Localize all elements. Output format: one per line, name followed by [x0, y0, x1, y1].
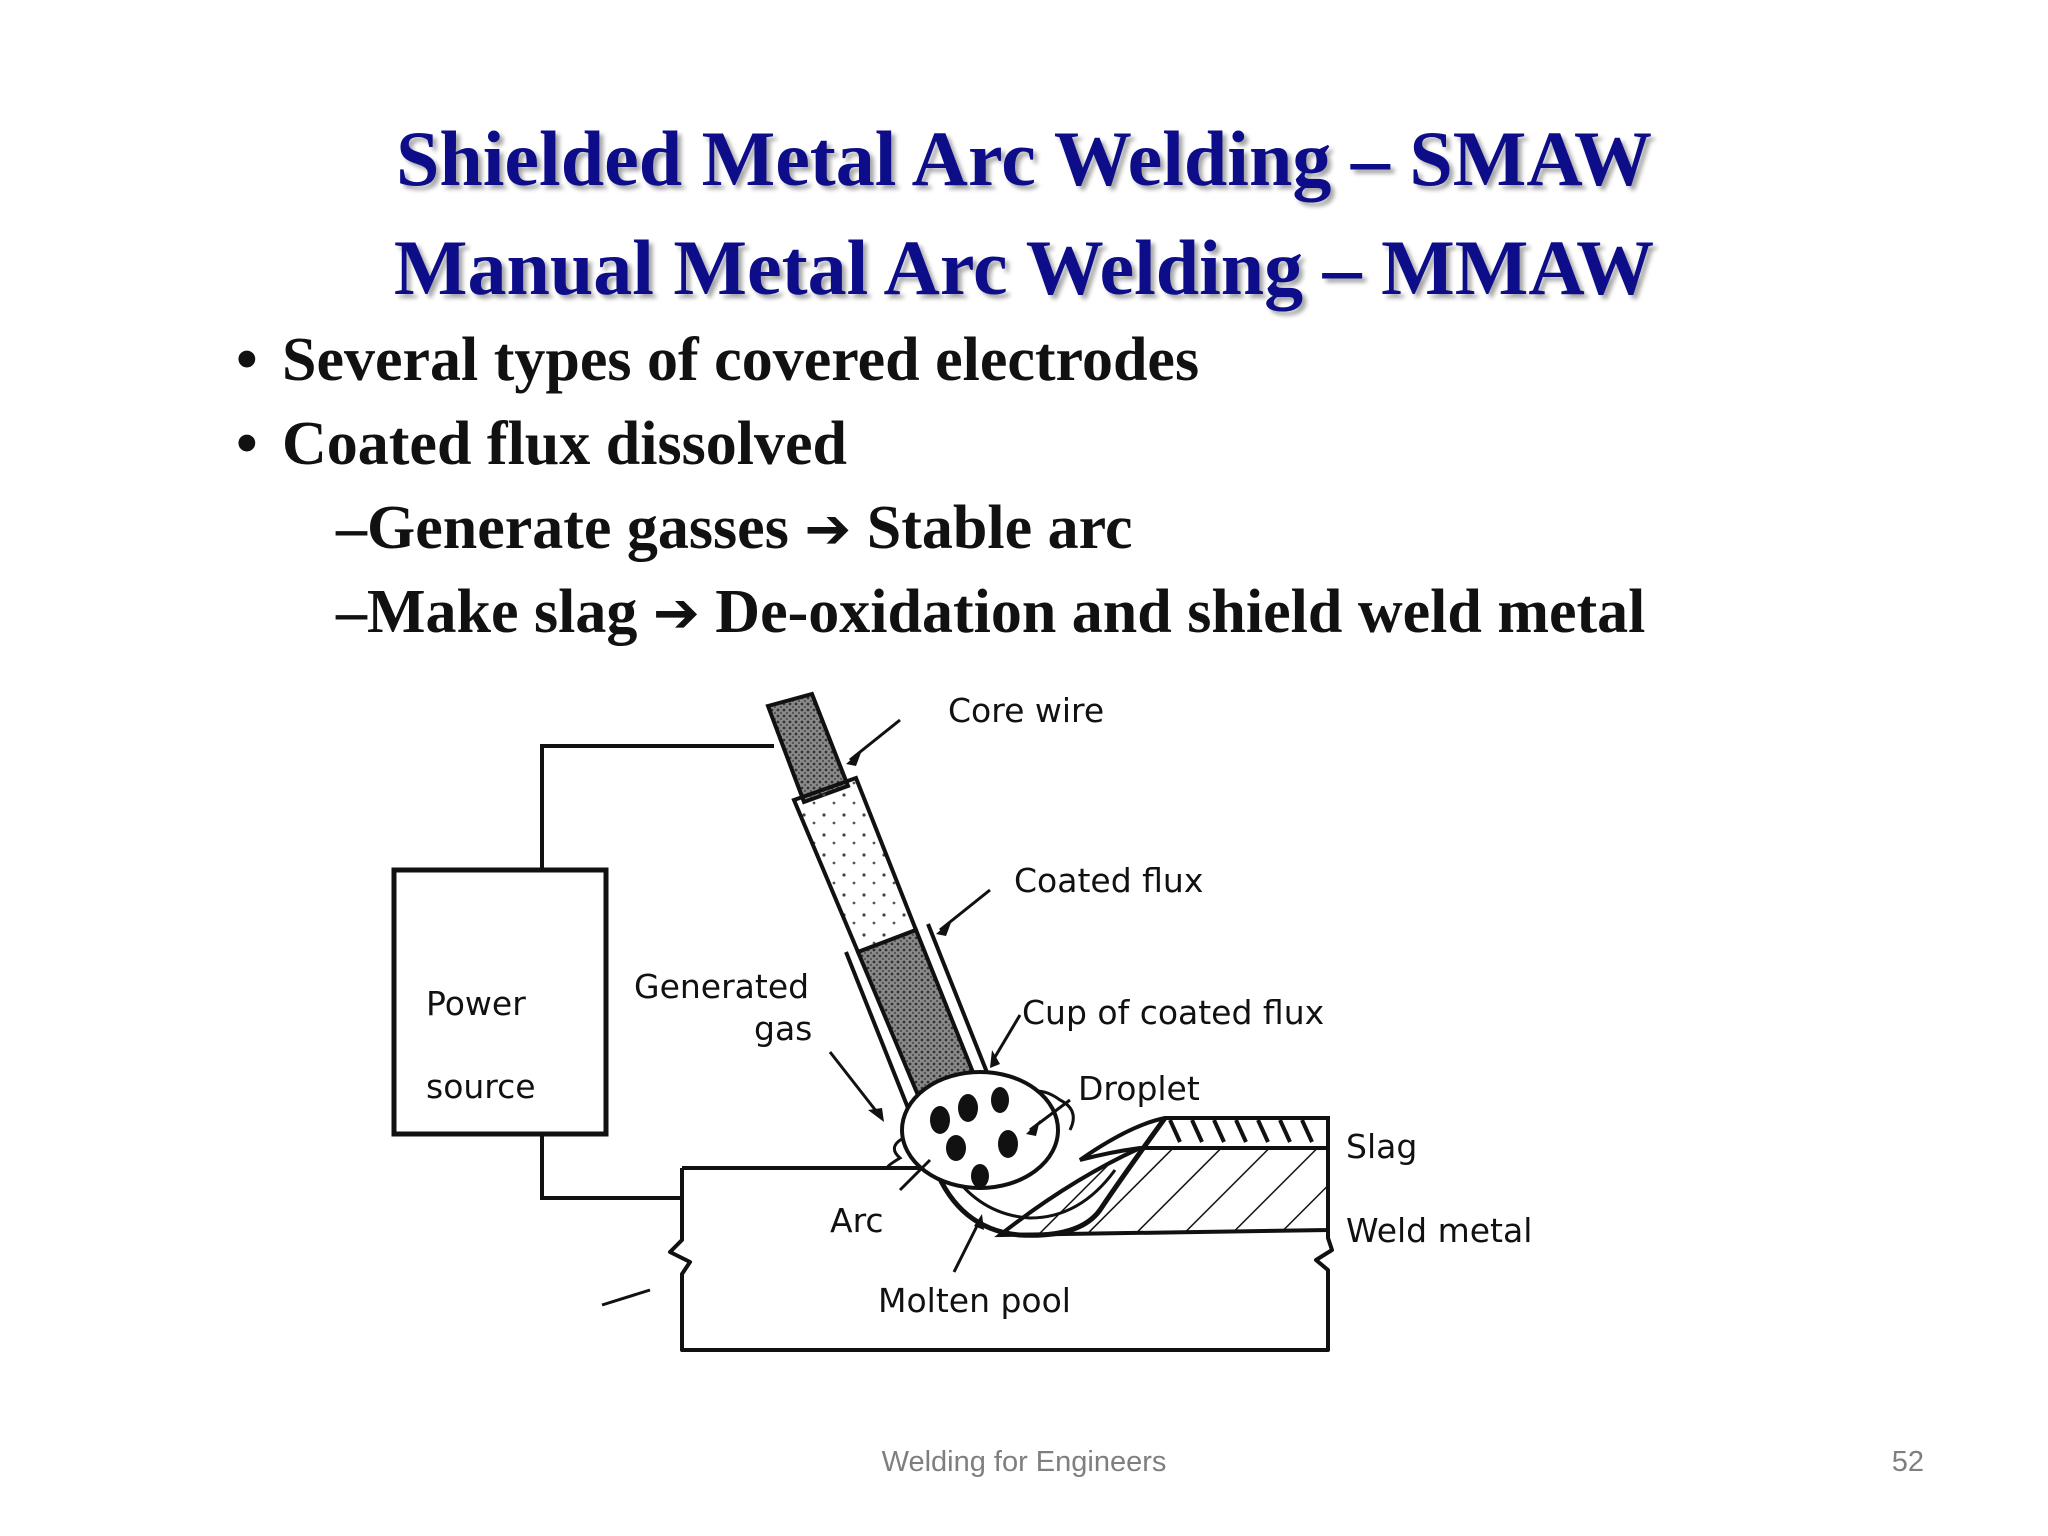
bullet-dot-icon: • [236, 326, 258, 394]
right-arrow-icon: ➔ [804, 497, 852, 562]
page-number: 52 [1891, 1446, 1924, 1478]
generated-label: Generated [634, 967, 809, 1006]
bullet-text: Several types of covered electrodes [282, 326, 1200, 394]
flux-outline-left [844, 951, 910, 1109]
bullet-text: Coated flux dissolved [282, 410, 847, 478]
power-label: Power [426, 984, 526, 1023]
source-label: source [426, 1067, 536, 1106]
core-wire-label: Core wire [948, 691, 1104, 730]
dash-icon: – [336, 578, 367, 646]
bullet-dot-icon: • [236, 410, 258, 478]
smaw-diagram: Power source [391, 691, 1532, 1352]
coated-flux-body [791, 775, 919, 955]
slag-texture [1168, 1119, 1314, 1143]
slag-layer [1078, 1116, 1330, 1162]
cable-top [540, 744, 774, 870]
sub-bullet-text: Generate gasses [367, 494, 789, 562]
molten-pool-inner [948, 1169, 1117, 1220]
bullet-item: • Coated flux dissolved [236, 402, 847, 486]
slide-title-line-1: Shielded Metal Arc Welding – SMAW [395, 115, 1653, 202]
coated-flux-label: Coated flux [1014, 861, 1203, 900]
slag-label: Slag [1346, 1127, 1417, 1166]
sub-bullet-result: Stable arc [866, 494, 1133, 562]
flux-outline-right [926, 923, 992, 1081]
sub-bullet-item: –Generate gasses ➔ Stable arc [336, 486, 1133, 572]
sub-bullet-item: –Make slag ➔ De-oxidation and shield wel… [336, 570, 1645, 656]
arc-label: Arc [830, 1201, 884, 1240]
sub-bullet-text: Make slag [367, 578, 638, 646]
dash-icon: – [336, 494, 367, 562]
footer-title: Welding for Engineers [881, 1446, 1167, 1478]
leader-arrowheads [846, 750, 1040, 1230]
slide-title-line-2: Manual Metal Arc Welding – MMAW [393, 224, 1655, 311]
weld-metal-label: Weld metal [1346, 1211, 1532, 1250]
gas-label: gas [754, 1009, 812, 1048]
power-source-box [391, 867, 609, 1137]
cup-label: Cup of coated flux [1022, 993, 1324, 1032]
electrode [765, 691, 992, 1109]
sub-bullet-result: De-oxidation and shield weld metal [715, 578, 1646, 646]
right-arrow-icon: ➔ [652, 581, 700, 646]
bullet-item: • Several types of covered electrodes [236, 318, 1199, 402]
droplet-label: Droplet [1078, 1069, 1200, 1108]
cable-bottom [540, 1134, 680, 1200]
molten-pool-label: Molten pool [878, 1281, 1071, 1320]
droplets [930, 1087, 1018, 1188]
molten-pool [932, 1116, 1168, 1238]
